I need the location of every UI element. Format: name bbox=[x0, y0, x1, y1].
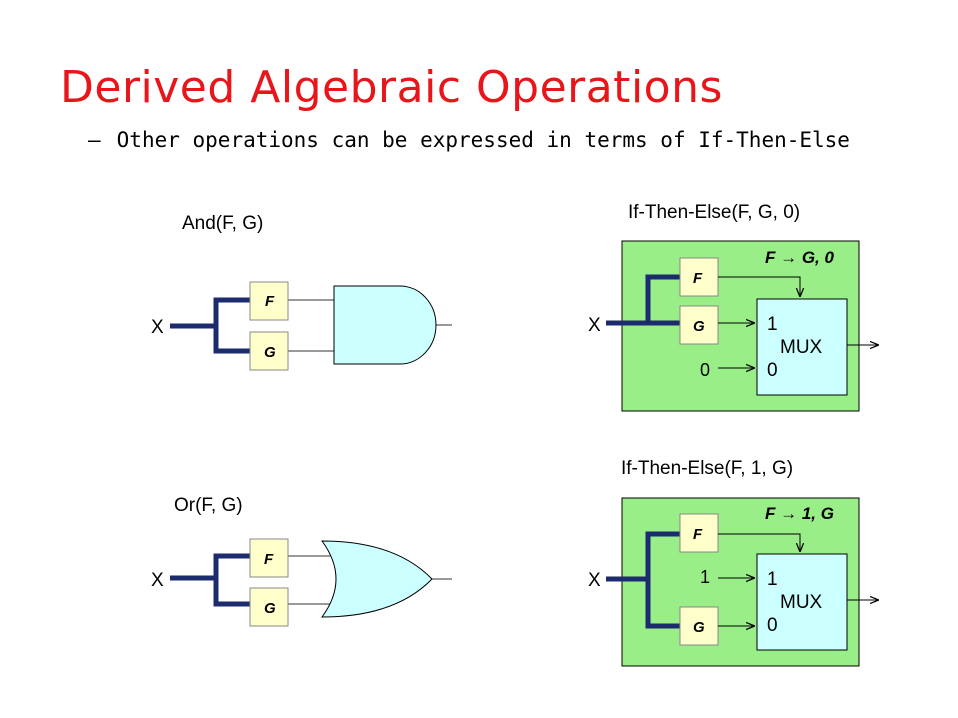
and-wires bbox=[288, 299, 452, 352]
ite2-mux bbox=[756, 553, 848, 651]
ite1-box-f bbox=[679, 257, 719, 297]
ite1-control-label: F → G, 0 bbox=[765, 248, 835, 267]
ite1-box-g bbox=[679, 305, 719, 345]
ite2-box-g-label: G bbox=[693, 619, 705, 636]
and-box-g-label: G bbox=[264, 344, 276, 361]
or-box-g bbox=[249, 587, 289, 627]
ite1-box-f-label: F bbox=[693, 270, 703, 287]
and-label: And(F, G) bbox=[182, 213, 263, 234]
ite2-box-f bbox=[679, 513, 719, 553]
ite1-box-g-label: G bbox=[693, 318, 705, 335]
and-box-f-label: F bbox=[265, 293, 275, 310]
and-gate bbox=[333, 285, 437, 365]
ite2-mux-name: MUX bbox=[780, 592, 823, 613]
ite1-mux-top: 1 bbox=[767, 314, 778, 335]
ite2-mux-top: 1 bbox=[767, 569, 778, 590]
subtitle: –Other operations can be expressed in te… bbox=[88, 128, 850, 152]
ite1-mux bbox=[756, 298, 848, 396]
subtitle-text: Other operations can be expressed in ter… bbox=[116, 128, 850, 152]
or-box-f bbox=[249, 538, 289, 578]
ite2-label: If-Then-Else(F, 1, G) bbox=[621, 458, 793, 479]
and-box-f bbox=[249, 281, 289, 321]
ite2-mux-bottom: 0 bbox=[767, 615, 778, 636]
and-diagram: And(F, G) X F G bbox=[151, 213, 452, 371]
or-label: Or(F, G) bbox=[174, 495, 243, 516]
or-box-f-label: F bbox=[264, 551, 274, 568]
ite2-input-bus bbox=[606, 531, 680, 629]
ite2-wires bbox=[718, 533, 879, 626]
ite2-input-x: X bbox=[588, 570, 601, 591]
ite1-label: If-Then-Else(F, G, 0) bbox=[628, 202, 800, 223]
ite1-diagram: If-Then-Else(F, G, 0) X F G F → G, 0 1 M… bbox=[588, 202, 879, 412]
ite2-diagram: If-Then-Else(F, 1, G) X F G F → 1, G 1 M… bbox=[588, 458, 879, 667]
or-input-x: X bbox=[151, 570, 164, 591]
or-input-bus bbox=[170, 553, 250, 607]
ite1-mux-name: MUX bbox=[780, 337, 823, 358]
page-title: Derived Algebraic Operations bbox=[60, 62, 723, 113]
or-diagram: Or(F, G) X F G bbox=[151, 495, 452, 627]
ite2-box-g bbox=[679, 606, 719, 646]
or-wires bbox=[288, 555, 452, 605]
ite2-box-f-label: F bbox=[693, 526, 703, 543]
and-box-g bbox=[249, 331, 289, 371]
ite2-const-input: 1 bbox=[700, 567, 710, 587]
ite1-input-x: X bbox=[588, 315, 601, 336]
and-input-bus bbox=[170, 297, 250, 354]
ite2-control-label: F → 1, G bbox=[765, 504, 834, 523]
ite1-wires bbox=[718, 276, 879, 368]
ite1-input-bus bbox=[606, 274, 680, 326]
ite1-const-input: 0 bbox=[700, 360, 710, 380]
ite1-mux-bottom: 0 bbox=[767, 360, 778, 381]
and-input-x: X bbox=[151, 317, 164, 338]
subtitle-bullet: – bbox=[88, 128, 101, 152]
or-gate bbox=[321, 540, 433, 618]
or-box-g-label: G bbox=[264, 600, 276, 617]
